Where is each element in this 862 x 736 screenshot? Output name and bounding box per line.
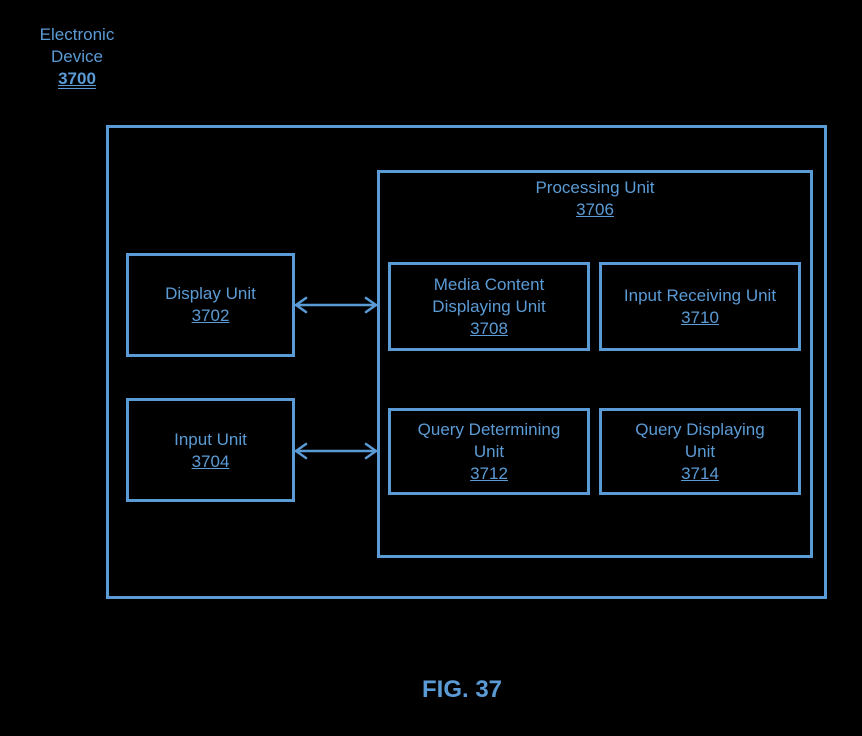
query-determining-line1: Query Determining xyxy=(417,420,561,439)
input-receiving-unit-title: Input Receiving Unit xyxy=(623,286,777,305)
media-unit-line2: Displaying Unit xyxy=(432,297,546,316)
input-receiving-unit-number: 3710 xyxy=(681,308,719,327)
query-determining-line2: Unit xyxy=(473,442,505,461)
media-content-displaying-unit-label: Media Content Displaying Unit 3708 xyxy=(388,274,590,340)
device-number: 3700 xyxy=(58,69,96,88)
processing-unit-label: Processing Unit 3706 xyxy=(470,177,720,221)
input-unit-title: Input Unit xyxy=(174,430,247,449)
query-displaying-unit-box xyxy=(599,408,801,495)
display-unit-label: Display Unit 3702 xyxy=(126,283,295,327)
device-label-line1: Electronic xyxy=(39,25,115,44)
query-determining-unit-label: Query Determining Unit 3712 xyxy=(388,419,590,485)
display-unit-title: Display Unit xyxy=(165,284,256,303)
media-content-displaying-unit-box xyxy=(388,262,590,351)
query-displaying-number: 3714 xyxy=(681,464,719,483)
input-unit-number: 3704 xyxy=(191,452,230,471)
processing-unit-box xyxy=(377,170,813,558)
display-unit-number: 3702 xyxy=(191,306,230,325)
device-label: Electronic Device 3700 xyxy=(30,24,124,90)
media-unit-line1: Media Content xyxy=(433,275,545,294)
query-displaying-line1: Query Displaying xyxy=(635,420,765,439)
input-receiving-unit-box xyxy=(599,262,801,351)
query-displaying-line2: Unit xyxy=(684,442,716,461)
processing-unit-title: Processing Unit xyxy=(535,178,655,197)
electronic-device-box xyxy=(106,125,827,599)
display-unit-box xyxy=(126,253,295,357)
media-unit-number: 3708 xyxy=(470,319,508,338)
input-unit-label: Input Unit 3704 xyxy=(126,429,295,473)
device-label-line2: Device xyxy=(51,47,103,66)
query-determining-unit-box xyxy=(388,408,590,495)
input-receiving-unit-label: Input Receiving Unit 3710 xyxy=(599,285,801,329)
figure-caption: FIG. 37 xyxy=(421,676,503,703)
input-unit-box xyxy=(126,398,295,502)
query-displaying-unit-label: Query Displaying Unit 3714 xyxy=(599,419,801,485)
query-determining-number: 3712 xyxy=(470,464,508,483)
processing-unit-number: 3706 xyxy=(576,200,614,219)
